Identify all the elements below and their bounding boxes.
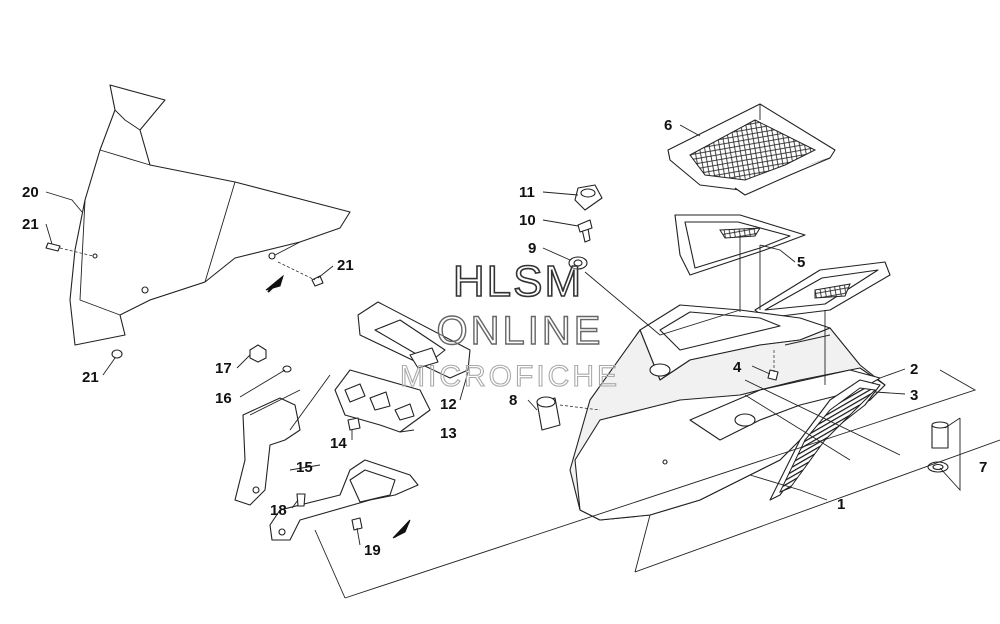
hood-assembly — [569, 304, 886, 521]
callout-20: 20 — [22, 184, 39, 201]
callout-21-bottom: 21 — [82, 369, 99, 386]
callout-6: 6 — [664, 117, 672, 134]
arrow-icon — [392, 519, 411, 539]
switch-8 — [536, 396, 601, 431]
bracket-13 — [334, 369, 431, 433]
mesh-pad-lower — [754, 261, 891, 319]
windshield — [69, 84, 351, 346]
watermark: HLSM ONLINE MICROFICHE — [399, 256, 620, 393]
callout-5: 5 — [797, 254, 805, 271]
callout-14: 14 — [330, 435, 347, 452]
key-switch — [568, 184, 603, 270]
leader-lines — [45, 124, 1000, 599]
callout-1: 1 — [837, 496, 845, 513]
callout-16: 16 — [215, 390, 232, 407]
callout-12: 12 — [440, 396, 457, 413]
callout-2: 2 — [910, 361, 918, 378]
callout-17: 17 — [215, 360, 232, 377]
screw-21-left — [45, 242, 94, 257]
callout-19: 19 — [364, 542, 381, 559]
watermark-line-2: ONLINE — [437, 309, 604, 353]
screw-18 — [296, 493, 306, 507]
washer-16 — [282, 365, 292, 373]
callout-4: 4 — [733, 359, 742, 376]
arrow-icon — [265, 274, 284, 293]
screw-14 — [347, 417, 361, 431]
callout-15: 15 — [296, 459, 313, 476]
callout-9: 9 — [528, 240, 536, 257]
callout-13: 13 — [440, 425, 457, 442]
storage-rack — [667, 103, 836, 196]
callout-21-left: 21 — [22, 216, 39, 233]
fuel-cap — [927, 421, 949, 473]
screw-19 — [351, 517, 363, 531]
callout-11: 11 — [519, 184, 535, 201]
callout-3: 3 — [910, 387, 918, 404]
watermark-line-3: MICROFICHE — [400, 360, 620, 393]
gauge-housing — [357, 301, 471, 379]
callouts: 1 2 3 4 5 6 7 8 9 10 11 12 13 14 15 16 1… — [22, 117, 987, 559]
watermark-line-1: HLSM — [453, 257, 583, 306]
callout-10: 10 — [519, 212, 536, 229]
callout-8: 8 — [509, 392, 517, 409]
callout-18: 18 — [270, 502, 287, 519]
screw-21-right — [277, 261, 324, 287]
callout-7: 7 — [979, 459, 987, 476]
callout-21-right: 21 — [337, 257, 354, 274]
mounting-bracket — [234, 397, 419, 541]
nut-17 — [249, 344, 267, 363]
washer-21-bottom — [111, 349, 123, 359]
screw-4 — [767, 350, 779, 381]
